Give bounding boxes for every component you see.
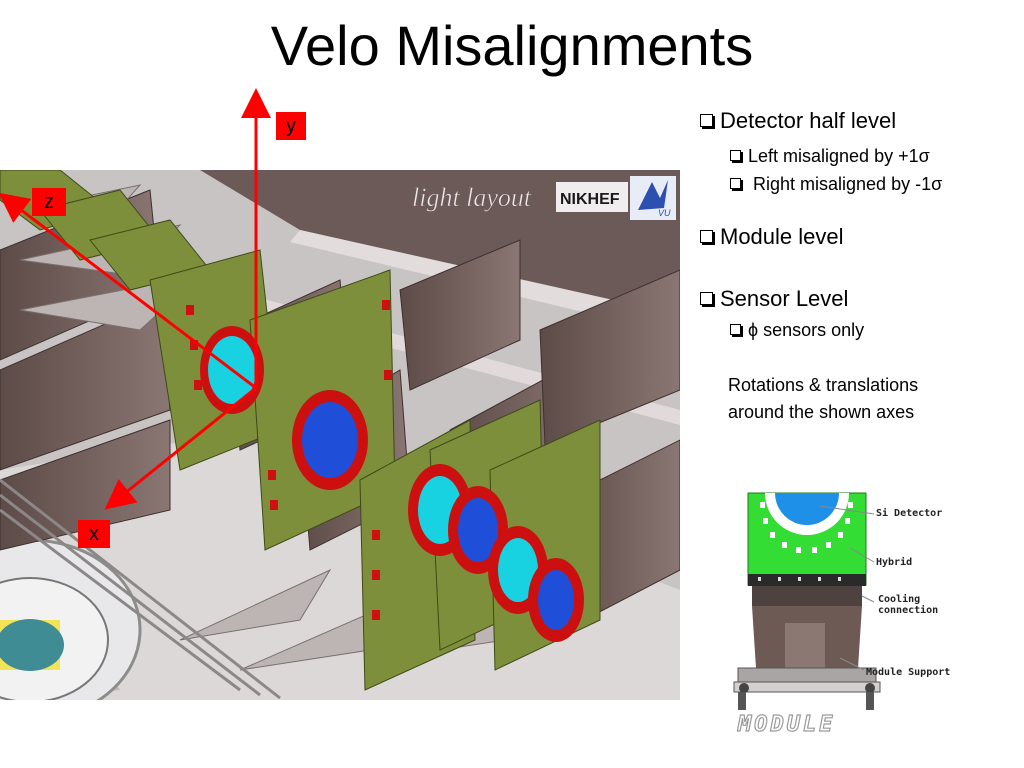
page-title: Velo Misalignments [270,14,754,77]
bullet-module-level: Module level [700,224,844,250]
cooling-label-line1: Cooling [878,594,921,605]
checkbox-bullet-icon [730,178,741,189]
bullet-detector-half: Detector half level [700,108,896,134]
checkbox-bullet-icon [700,230,713,243]
checkbox-bullet-icon [700,292,713,305]
vu-logo-icon: VU [630,176,676,220]
si-detector-label: Si Detector [876,508,943,519]
hybrid-label: Hybrid [876,557,913,568]
rotations-text-line1: Rotations & translations [728,375,919,395]
y-axis-label: y [276,112,306,140]
bullet-phi-sensors: ϕ sensors only [730,320,864,341]
light-layout-watermark: light layout [412,183,532,212]
module-title: MODULE [737,711,836,737]
rotations-text-line2: around the shown axes [728,402,915,422]
bullet-left-misaligned: Left misaligned by +1σ [730,146,930,167]
nikhef-logo: NIKHEF [560,191,620,208]
svg-text:VU: VU [658,208,671,218]
bullet-sensor-level: Sensor Level [700,286,848,312]
z-axis-label: z [32,188,66,216]
module-support-label: Module Support [866,667,951,678]
checkbox-bullet-icon [730,324,741,335]
cooling-label-line2: connection [878,605,939,616]
velo-detector-render: light layout NIKHEF VU [0,170,680,700]
x-axis-label: x [78,520,110,548]
checkbox-bullet-icon [730,150,741,161]
bullet-right-misaligned: Right misaligned by -1σ [730,174,942,195]
module-diagram [733,492,881,710]
checkbox-bullet-icon [700,114,713,127]
